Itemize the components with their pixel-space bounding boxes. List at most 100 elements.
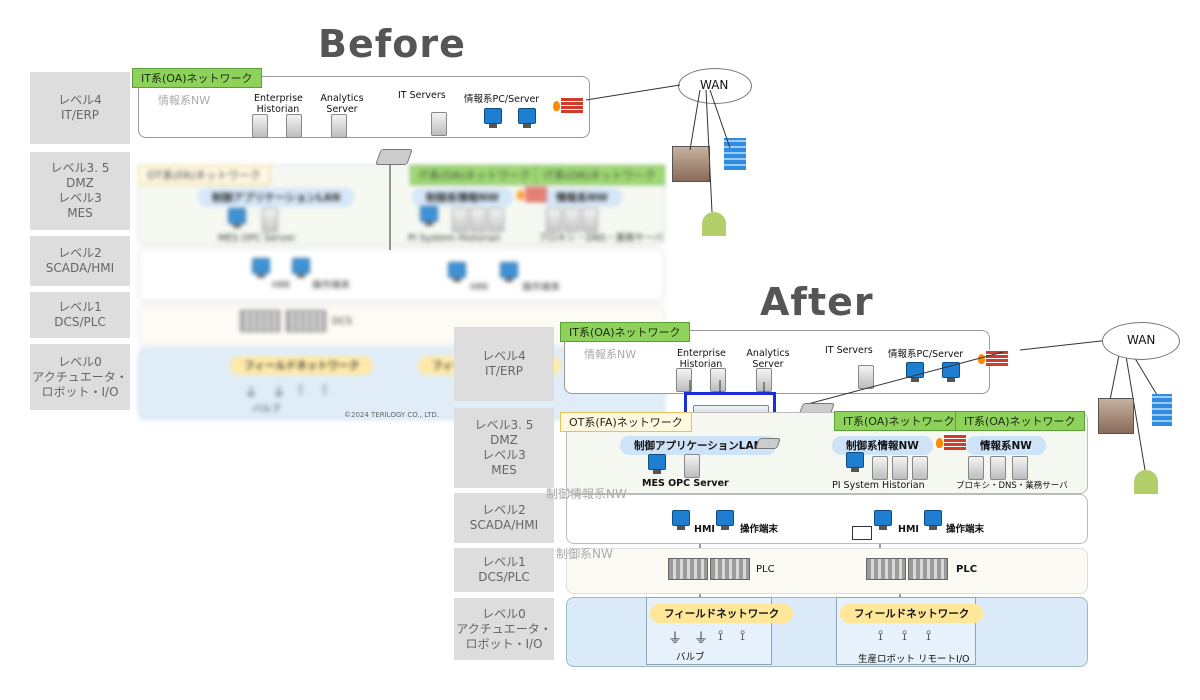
level-label-text: SCADA/HMI [469, 518, 539, 532]
level-label-text: DMZ [66, 176, 94, 190]
after-ot-tag: OT系(FA)ネットワーク [560, 412, 692, 432]
robot-arm-icon: ⟟ [878, 628, 884, 644]
before-valve-label: バルブ [252, 404, 281, 415]
robot-arm-icon: ⟟ [322, 382, 328, 398]
after-it-tag: IT系(OA)ネットワーク [560, 322, 690, 342]
level-label-text: レベル1 [482, 555, 526, 569]
server-icon [990, 456, 1006, 480]
after-level0-band [566, 597, 1088, 667]
after-level2-label: レベル2 SCADA/HMI [454, 493, 554, 543]
server-icon [431, 112, 447, 136]
firewall-icon [978, 350, 1008, 366]
pc-icon [942, 362, 960, 382]
server-icon [488, 208, 504, 232]
before-heading: Before [318, 22, 466, 66]
level-label-text: アクチュエータ・ [32, 369, 128, 384]
pc-icon [874, 510, 892, 530]
server-icon [872, 456, 888, 480]
plc-icon [710, 558, 750, 580]
server-icon [262, 208, 278, 232]
before-enterprise-historian-label: Enterprise Historian [254, 93, 303, 115]
valve-icon: ⏚ [272, 385, 286, 401]
factory-icon [1098, 398, 1134, 434]
robot-arm-icon: ⟟ [740, 628, 746, 644]
before-terminal-label: 操作端末 [312, 280, 351, 291]
pc-icon [672, 510, 690, 530]
before-terminal-label-2: 操作端末 [522, 282, 561, 293]
after-plc-label-2: PLC [956, 564, 978, 575]
after-control-nw-ghost: 制御系NW [556, 547, 613, 561]
level-label-text: ロボット・I/O [41, 384, 119, 399]
after-info-pc-label: 情報系PC/Server [888, 349, 964, 360]
after-pi-label: PI System Historian [832, 480, 925, 491]
after-it-servers-label: IT Servers [825, 345, 873, 356]
pc-icon [252, 258, 270, 278]
level-label-text: レベル3 [58, 191, 102, 205]
server-icon [684, 454, 700, 478]
after-hmi-label-2: HMI [898, 524, 919, 535]
before-control-app-lan: 制御アプリケーションLAN [198, 188, 355, 207]
pc-icon [448, 262, 466, 282]
server-icon [564, 208, 580, 232]
before-info-nw-label: 情報系NW [158, 94, 211, 107]
after-hmi-label: HMI [694, 524, 715, 535]
level-label-text: MES [491, 463, 517, 477]
after-level1-band [566, 548, 1088, 594]
dcs-icon [240, 310, 280, 332]
server-icon [676, 368, 692, 392]
robot-arm-icon: ⟟ [902, 628, 908, 644]
after-terminal-label-2: 操作端末 [946, 524, 985, 535]
after-info-nw-label: 情報系NW [584, 348, 637, 361]
pc-icon [484, 108, 502, 128]
before-level3-label: レベル3. 5 DMZ レベル3 MES [30, 152, 130, 230]
server-icon [286, 114, 302, 138]
server-icon [546, 208, 562, 232]
before-mes-opc-label: MES OPC Server [218, 233, 296, 244]
copyright: ©2024 TERILOGY CO., LTD. [344, 411, 440, 419]
server-icon [452, 208, 468, 232]
after-control-app-lan: 制御アプリケーションLAN [620, 436, 777, 455]
server-icon [710, 368, 726, 392]
before-ot-tag: OT系(FA)ネットワーク [138, 165, 270, 185]
level-label-text: IT/ERP [60, 108, 100, 122]
after-info-nw: 情報系NW [966, 436, 1046, 455]
after-valve-label: バルブ [676, 652, 705, 663]
server-icon [912, 456, 928, 480]
pc-icon [292, 258, 310, 278]
level-label-text: SCADA/HMI [45, 261, 115, 275]
pc-icon [500, 262, 518, 282]
level-label-text: レベル2 [58, 246, 102, 260]
after-field-network-2: フィールドネットワーク [840, 604, 984, 623]
after-heading: After [760, 280, 874, 324]
before-level2-band [138, 248, 665, 302]
after-field-network: フィールドネットワーク [650, 604, 794, 623]
after-level4-label: レベル4 IT/ERP [454, 327, 554, 401]
before-hmi-label-2: HMI [470, 282, 489, 293]
level-label-text: レベル0 [482, 606, 526, 621]
after-level0-label: レベル0 アクチュエータ・ ロボット・I/O [454, 598, 554, 660]
level-label-text: MES [67, 206, 93, 220]
valve-icon: ⏚ [668, 631, 682, 647]
level-label-text: レベル4 [58, 93, 102, 107]
before-wan-label: WAN [700, 78, 729, 92]
pc-icon [846, 452, 864, 472]
level-label-text: レベル4 [482, 349, 526, 363]
plc-icon [668, 558, 708, 580]
level-label-text: レベル2 [482, 503, 526, 517]
pc-icon [716, 510, 734, 530]
before-it-servers-label: IT Servers [398, 90, 446, 101]
firewall-icon [517, 186, 547, 202]
level-label-text: レベル3. 5 [50, 161, 110, 175]
pc-icon [228, 208, 246, 228]
after-enterprise-historian-label: Enterprise Historian [677, 348, 726, 370]
after-mes-opc-label: MES OPC Server [642, 478, 729, 489]
level-label-text: ロボット・I/O [465, 636, 543, 651]
firewall-icon [936, 434, 966, 450]
before-info-nw: 情報系NW [542, 188, 622, 207]
after-it-tag-3: IT系(OA)ネットワーク [955, 411, 1085, 431]
before-hmi-label: HMI [272, 280, 291, 291]
pc-icon [924, 510, 942, 530]
level-label-text: IT/ERP [484, 364, 524, 378]
level-label-text: レベル1 [58, 300, 102, 314]
